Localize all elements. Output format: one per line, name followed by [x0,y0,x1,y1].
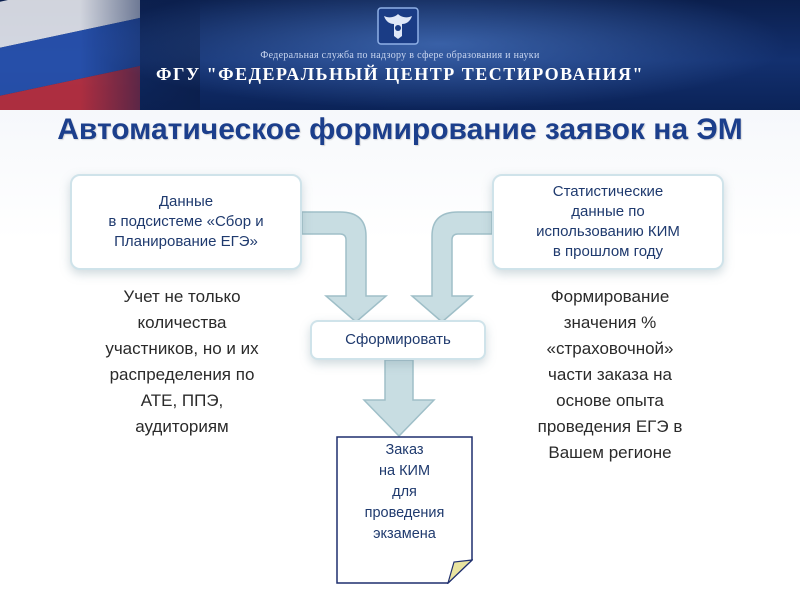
right-curved-arrow [409,211,493,323]
organization-title: ФГУ "ФЕДЕРАЛЬНЫЙ ЦЕНТР ТЕСТИРОВАНИЯ" [156,64,644,84]
generate-button[interactable]: Сформировать [310,320,486,360]
header-glow [90,0,790,110]
right-note: Формирование значения % «страховочной» ч… [537,287,683,462]
header-banner: Федеральная служба по надзору в сфере об… [0,0,800,110]
left-note: Учет не только количества участников, но… [105,287,259,436]
document-text: Заказ на КИМ для проведения экзамена [364,442,445,542]
header-subtitle: Федеральная служба по надзору в сфере об… [260,50,540,61]
eagle-emblem-icon [377,7,419,45]
document-icon [336,436,473,584]
order-document: Заказ на КИМ для проведения экзамена [336,436,473,584]
statistics-data-box: Статистические данные по использованию К… [492,174,724,270]
page-title: Автоматическое формирование заявок на ЭМ [57,113,743,146]
left-curved-arrow [301,211,389,323]
subsystem-data-box: Данные в подсистеме «Сбор и Планирование… [70,174,302,270]
down-arrow [362,359,436,438]
